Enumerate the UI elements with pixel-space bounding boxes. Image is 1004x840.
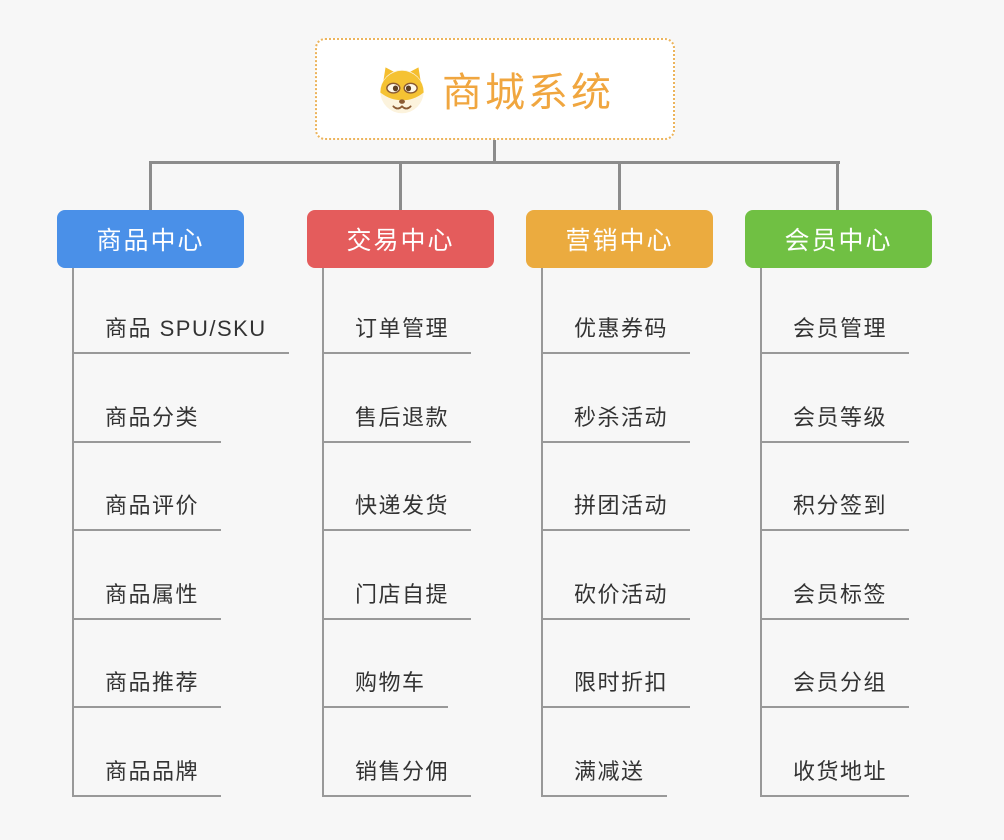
- leaf-node-label: 优惠券码: [574, 316, 669, 341]
- leaf-node-label: 会员标签: [793, 581, 888, 607]
- leaf-node-label: 购物车: [355, 670, 426, 696]
- leaf-node-full-reduction[interactable]: 满减送: [543, 708, 667, 797]
- branch-node-marketing-center[interactable]: 营销中心: [526, 210, 713, 268]
- leaf-node-member-group[interactable]: 会员分组: [762, 620, 910, 709]
- branch-node-label: 营销中心: [565, 227, 674, 255]
- leaf-node-product-brand[interactable]: 商品品牌: [74, 708, 222, 797]
- leaf-node-product-spu-sku[interactable]: 商品 SPU/SKU: [74, 268, 289, 354]
- connector-drop-trade-center: [399, 163, 402, 210]
- branch-node-product-center[interactable]: 商品中心: [57, 210, 244, 268]
- leaf-node-label: 商品评价: [105, 493, 200, 519]
- connector-drop-product-center: [149, 163, 152, 210]
- leaf-node-member-management[interactable]: 会员管理: [762, 268, 910, 354]
- branch-children-member-center: 会员管理 会员等级 积分签到 会员标签 会员分组 收货地址: [760, 268, 910, 797]
- leaf-node-label: 会员管理: [793, 316, 888, 341]
- branch-node-member-center[interactable]: 会员中心: [745, 210, 932, 268]
- leaf-node-label: 限时折扣: [574, 670, 669, 696]
- leaf-node-order-management[interactable]: 订单管理: [324, 268, 472, 354]
- leaf-node-label: 商品属性: [105, 581, 200, 607]
- leaf-node-flash-sale[interactable]: 秒杀活动: [543, 354, 691, 443]
- leaf-node-label: 快递发货: [355, 493, 450, 519]
- leaf-node-aftersale-refund[interactable]: 售后退款: [324, 354, 472, 443]
- leaf-node-label: 满减送: [574, 758, 645, 784]
- leaf-node-label: 销售分佣: [355, 758, 450, 784]
- branch-children-marketing-center: 优惠券码 秒杀活动 拼团活动 砍价活动 限时折扣 满减送: [541, 268, 691, 797]
- branch-node-label: 会员中心: [784, 227, 893, 255]
- leaf-node-label: 收货地址: [793, 758, 888, 784]
- connector-drop-member-center: [836, 163, 839, 210]
- leaf-node-store-pickup[interactable]: 门店自提: [324, 531, 472, 620]
- connector-root-stem: [493, 140, 496, 163]
- leaf-node-product-recommend[interactable]: 商品推荐: [74, 620, 222, 709]
- leaf-node-member-level[interactable]: 会员等级: [762, 354, 910, 443]
- leaf-node-shopping-cart[interactable]: 购物车: [324, 620, 448, 709]
- leaf-node-bargain-activity[interactable]: 砍价活动: [543, 531, 691, 620]
- leaf-node-label: 积分签到: [793, 493, 888, 519]
- leaf-node-label: 拼团活动: [574, 493, 669, 519]
- leaf-node-coupon-code[interactable]: 优惠券码: [543, 268, 691, 354]
- branch-node-label: 交易中心: [346, 227, 455, 255]
- leaf-node-product-review[interactable]: 商品评价: [74, 443, 222, 532]
- leaf-node-product-category[interactable]: 商品分类: [74, 354, 222, 443]
- root-node-mall-system[interactable]: 商城系统: [315, 38, 675, 140]
- leaf-node-label: 会员等级: [793, 404, 888, 430]
- leaf-node-group-buy[interactable]: 拼团活动: [543, 443, 691, 532]
- root-node-label: 商城系统: [442, 71, 614, 115]
- leaf-node-label: 门店自提: [355, 581, 450, 607]
- leaf-node-label: 商品 SPU/SKU: [105, 316, 267, 341]
- leaf-node-label: 秒杀活动: [574, 404, 669, 430]
- branch-node-label: 商品中心: [96, 227, 205, 255]
- leaf-node-express-shipping[interactable]: 快递发货: [324, 443, 472, 532]
- leaf-node-label: 商品分类: [105, 404, 200, 430]
- branch-children-product-center: 商品 SPU/SKU 商品分类 商品评价 商品属性 商品推荐 商品品牌: [72, 268, 289, 797]
- leaf-node-product-attribute[interactable]: 商品属性: [74, 531, 222, 620]
- leaf-node-label: 会员分组: [793, 670, 888, 696]
- branch-children-trade-center: 订单管理 售后退款 快递发货 门店自提 购物车 销售分佣: [322, 268, 472, 797]
- leaf-node-shipping-address[interactable]: 收货地址: [762, 708, 910, 797]
- leaf-node-limited-time-discount[interactable]: 限时折扣: [543, 620, 691, 709]
- dog-face-icon: [380, 67, 424, 114]
- leaf-node-label: 订单管理: [355, 316, 450, 341]
- leaf-node-sales-commission[interactable]: 销售分佣: [324, 708, 472, 797]
- leaf-node-label: 商品推荐: [105, 670, 200, 696]
- leaf-node-label: 售后退款: [355, 404, 450, 430]
- connector-drop-marketing-center: [618, 163, 621, 210]
- leaf-node-points-checkin[interactable]: 积分签到: [762, 443, 910, 532]
- connector-horizontal-bar: [149, 161, 840, 164]
- leaf-node-member-tag[interactable]: 会员标签: [762, 531, 910, 620]
- leaf-node-label: 砍价活动: [574, 581, 669, 607]
- branch-node-trade-center[interactable]: 交易中心: [307, 210, 494, 268]
- leaf-node-label: 商品品牌: [105, 758, 200, 784]
